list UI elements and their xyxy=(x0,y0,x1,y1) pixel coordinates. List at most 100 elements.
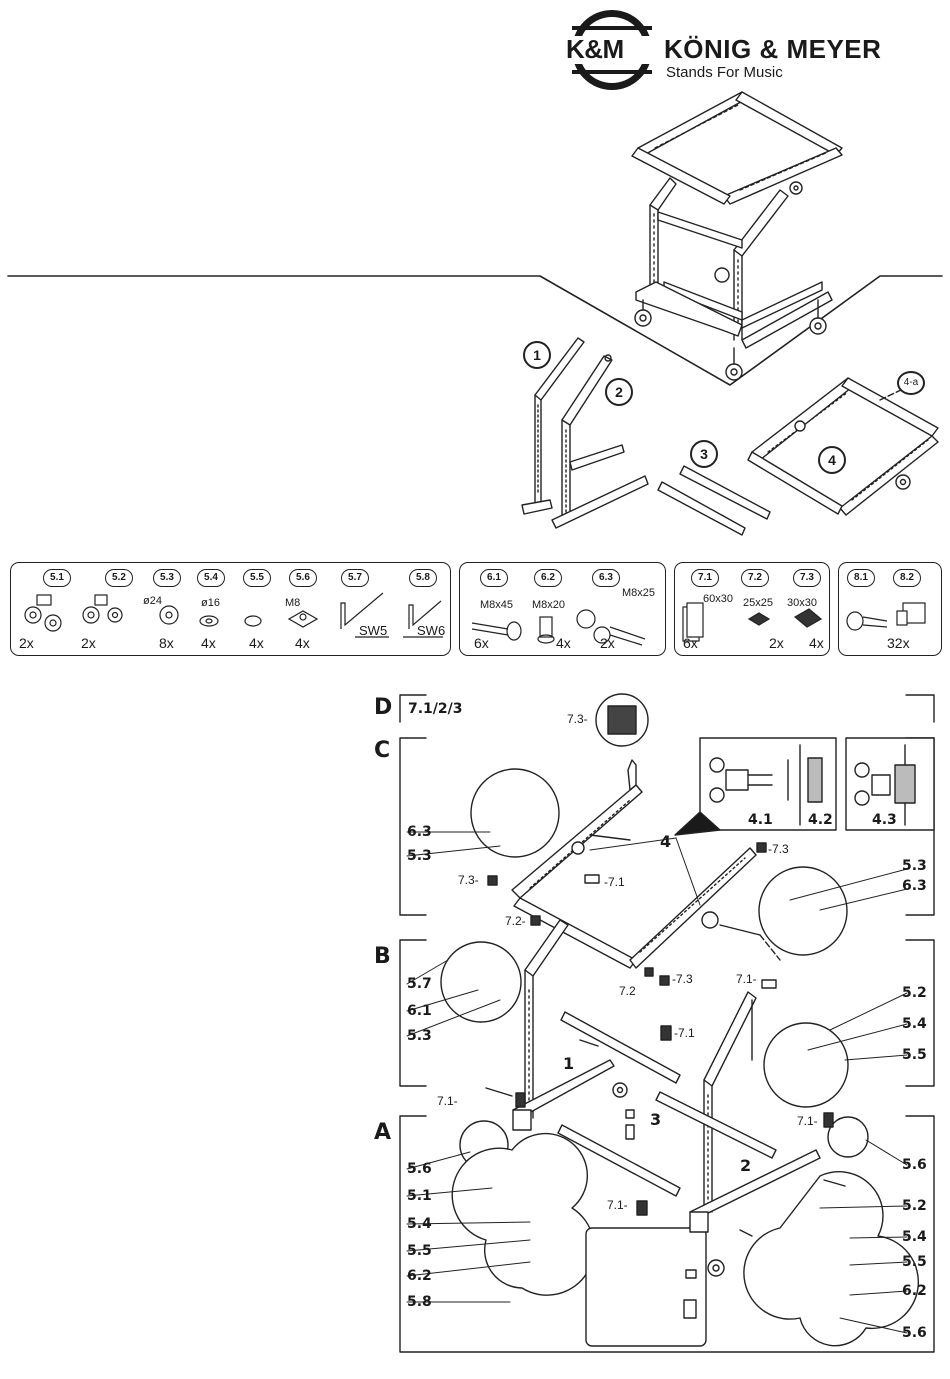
part-number: 5.6 xyxy=(289,569,317,587)
part-qty: 2x xyxy=(769,635,784,651)
part-number: 5.8 xyxy=(409,569,437,587)
company-name: KÖNIG & MEYER xyxy=(664,34,882,64)
part-qty: 8x xyxy=(159,635,174,651)
part-qty: 32x xyxy=(887,635,910,651)
zoom-circles xyxy=(440,693,920,1347)
part-spec: M8x45 xyxy=(480,599,514,611)
callout-part-4: 4 xyxy=(818,446,846,474)
label-6-3: 6.3 xyxy=(902,878,927,894)
part-number: 5.4 xyxy=(197,569,225,587)
part-qty: 4x xyxy=(556,635,571,651)
label-5-4: 5.4 xyxy=(407,1216,432,1232)
label-4-3: 4.3 xyxy=(872,812,897,828)
part-number: 6.3 xyxy=(592,569,620,587)
parts-group-5: 5.1 5.2 5.3 5.4 5.5 5.6 5.7 5.8 ø24 ø16 … xyxy=(10,562,451,656)
part-spec: M8x25 xyxy=(622,587,656,599)
label-part-4: 4 xyxy=(660,832,672,851)
part-spec: M8 xyxy=(285,597,301,609)
cage-nut-icon xyxy=(846,602,926,631)
step-letter-a: A xyxy=(374,1120,392,1145)
part-qty: 4x xyxy=(249,635,264,651)
label-5-4: 5.4 xyxy=(902,1229,927,1245)
part-qty: 6x xyxy=(474,635,489,651)
company-tagline: Stands For Music xyxy=(666,64,783,81)
header-divider xyxy=(7,275,943,386)
callout-part-2: 2 xyxy=(605,378,633,406)
part-number: 5.1 xyxy=(43,569,71,587)
part-number: 5.2 xyxy=(105,569,133,587)
label-7-1: -7.1 xyxy=(604,875,625,889)
label-7-3: 7.3- xyxy=(458,873,479,887)
part-qty: 2x xyxy=(19,635,34,651)
label-part-3: 3 xyxy=(650,1110,662,1129)
parts-group-8: 8.1 8.2 32x xyxy=(838,562,942,656)
label-5-5: 5.5 xyxy=(902,1047,927,1063)
part-number: 7.1 xyxy=(691,569,719,587)
part-spec: ø16 xyxy=(201,597,220,609)
step-letter-c: C xyxy=(374,738,391,763)
detail-boxes xyxy=(674,737,935,836)
part-number: 8.1 xyxy=(847,569,875,587)
part-qty: 2x xyxy=(600,635,615,651)
part-spec: 30x30 xyxy=(787,597,817,609)
part-number: 5.7 xyxy=(341,569,369,587)
part-number: 8.2 xyxy=(893,569,921,587)
step-d-parts: 7.1/2/3 xyxy=(408,701,463,717)
label-5-8: 5.8 xyxy=(407,1294,432,1310)
label-5-2: 5.2 xyxy=(902,985,927,1001)
callout-part-1: 1 xyxy=(523,341,551,369)
label-5-4: 5.4 xyxy=(902,1016,927,1032)
label-7-1: 7.1- xyxy=(736,972,757,986)
label-7-2: 7.2 xyxy=(619,984,636,998)
leader-lines xyxy=(406,831,908,1334)
part-spec: M8x20 xyxy=(532,599,566,611)
part-spec: SW5 xyxy=(359,623,388,638)
end-cap-icon xyxy=(682,602,823,642)
part-number: 5.5 xyxy=(243,569,271,587)
label-5-3: 5.3 xyxy=(902,858,927,874)
part-qty: 2x xyxy=(81,635,96,651)
part-number: 6.2 xyxy=(534,569,562,587)
part-spec: 25x25 xyxy=(743,597,773,609)
assembled-stand-drawing xyxy=(631,91,843,381)
callout-part-4a: 4-a xyxy=(897,371,925,395)
label-5-6: 5.6 xyxy=(902,1325,927,1341)
exploded-assembly-drawing xyxy=(485,759,846,1319)
label-5-1: 5.1 xyxy=(407,1188,432,1204)
label-7-3: -7.3 xyxy=(768,842,789,856)
label-4-2: 4.2 xyxy=(808,812,833,828)
logo-text: K&M xyxy=(566,34,624,64)
part-spec: SW6 xyxy=(417,623,446,638)
label-6-3: 6.3 xyxy=(407,824,432,840)
caster-icon xyxy=(24,592,443,638)
label-7-3: 7.3- xyxy=(567,712,588,726)
part-qty: 4x xyxy=(809,635,824,651)
label-5-3: 5.3 xyxy=(407,1028,432,1044)
step-letter-b: B xyxy=(374,944,391,969)
callout-part-3: 3 xyxy=(690,440,718,468)
label-6-2: 6.2 xyxy=(902,1283,927,1299)
part-number: 6.1 xyxy=(480,569,508,587)
bolt-icon xyxy=(471,609,646,646)
label-4-1: 4.1 xyxy=(748,812,773,828)
label-7-1: 7.1- xyxy=(797,1114,818,1128)
label-6-1: 6.1 xyxy=(407,1003,432,1019)
part-number: 7.3 xyxy=(793,569,821,587)
label-part-2: 2 xyxy=(740,1156,752,1175)
logo-emblem xyxy=(566,10,658,90)
label-7-1: -7.1 xyxy=(674,1026,695,1040)
label-5-2: 5.2 xyxy=(902,1198,927,1214)
label-7-1: 7.1- xyxy=(437,1094,458,1108)
part-number: 5.3 xyxy=(153,569,181,587)
part-spec: ø24 xyxy=(143,595,162,607)
label-7-2: 7.2- xyxy=(505,914,526,928)
part-qty: 4x xyxy=(295,635,310,651)
label-5-5: 5.5 xyxy=(902,1254,927,1270)
part-qty: 4x xyxy=(201,635,216,651)
label-5-5: 5.5 xyxy=(407,1243,432,1259)
label-5-7: 5.7 xyxy=(407,976,432,992)
label-5-3: 5.3 xyxy=(407,848,432,864)
part-qty: 6x xyxy=(683,635,698,651)
parts-group-7: 7.1 7.2 7.3 60x30 25x25 30x30 6x 2x 4x xyxy=(674,562,830,656)
label-part-1: 1 xyxy=(563,1054,575,1073)
